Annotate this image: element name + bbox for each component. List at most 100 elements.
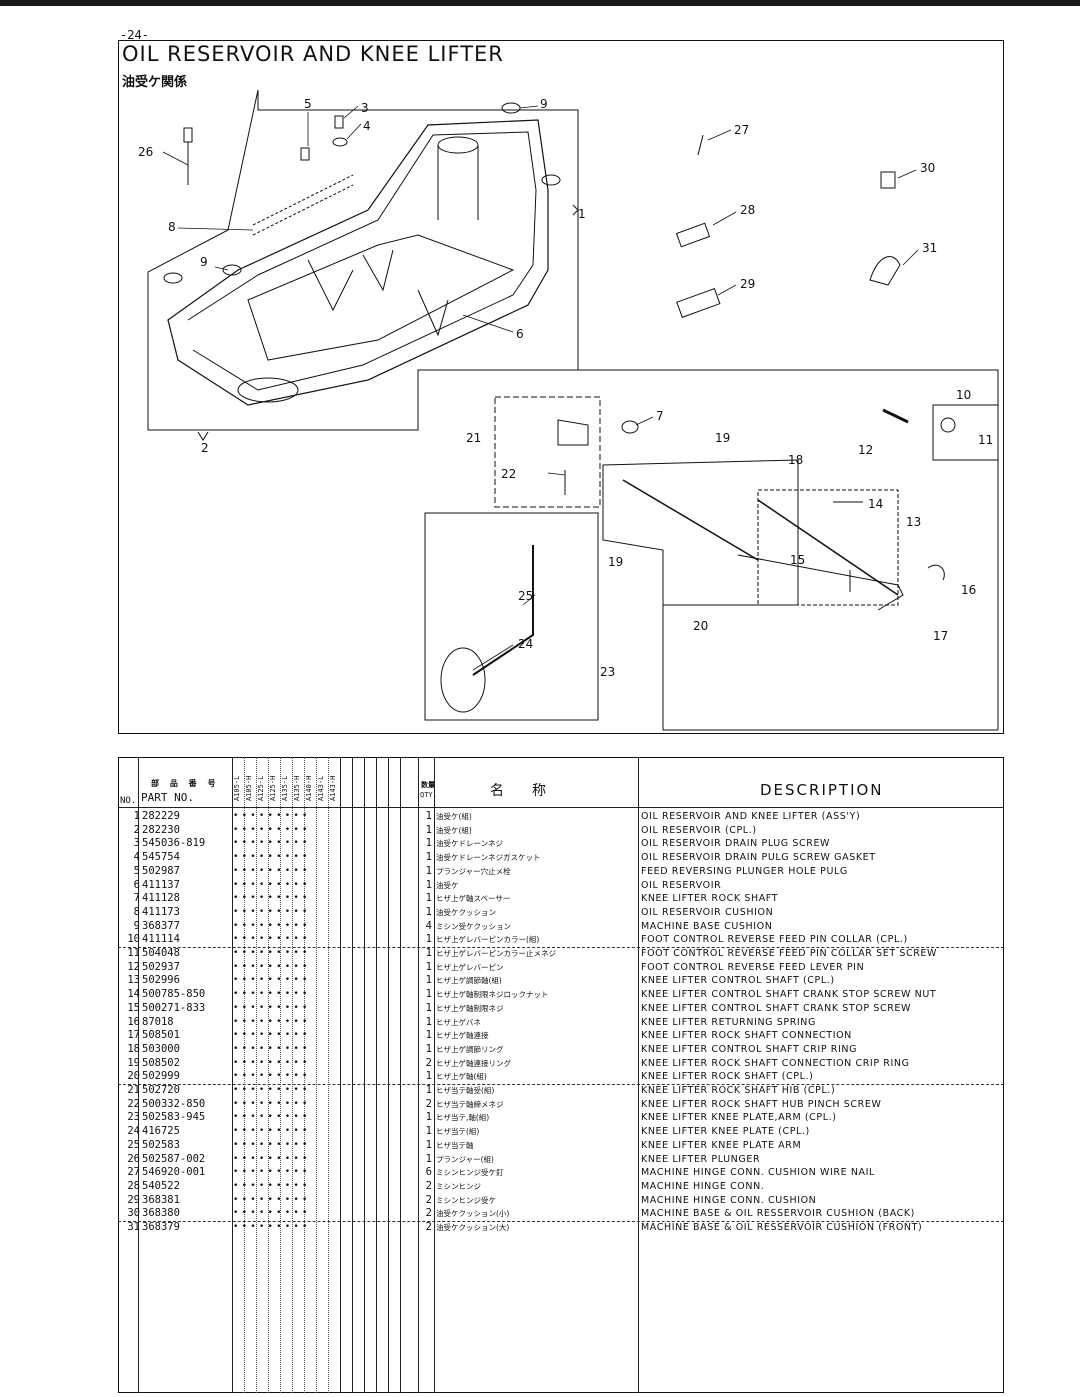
row-description: KNEE LIFTER PLUNGER — [641, 1153, 761, 1165]
model-applicability-dots: ••••••••• — [233, 975, 311, 986]
model-applicability-dots: ••••••••• — [233, 1085, 311, 1095]
plug-5 — [300, 147, 310, 161]
model-divider — [256, 757, 257, 1393]
row-no: 23 — [127, 1111, 140, 1124]
header-no: NO. — [120, 796, 137, 806]
row-part-no: 508501 — [142, 1029, 180, 1042]
page-title-jp: 油受ケ関係 — [122, 75, 188, 90]
row-description: MACHINE HINGE CONN. CUSHION WIRE NAIL — [641, 1167, 875, 1179]
model-divider — [268, 757, 269, 1393]
row-part-no: 502583-945 — [142, 1111, 206, 1124]
hub-21 — [557, 419, 589, 446]
row-qty: 1 — [425, 1138, 432, 1151]
model-applicability-dots: ••••••••• — [233, 893, 311, 904]
row-no: 3 — [133, 837, 140, 850]
model-applicability-dots: ••••••••• — [233, 934, 311, 945]
rock-shaft-20 — [622, 479, 759, 561]
row-no: 4 — [133, 851, 140, 864]
row-qty: 1 — [425, 1111, 432, 1124]
header-description: DESCRIPTION — [760, 781, 884, 799]
row-qty: 1 — [425, 1152, 432, 1165]
row-part-no: 502937 — [142, 960, 180, 973]
model-applicability-dots: ••••••••• — [233, 865, 311, 876]
row-part-no: 502583 — [142, 1138, 180, 1151]
row-part-no: 87018 — [142, 1015, 174, 1028]
row-part-no: 504048 — [142, 947, 180, 959]
model-applicability-dots: ••••••••• — [233, 1167, 311, 1178]
row-description: FOOT CONTROL REVERSE FEED LEVER PIN — [641, 961, 865, 973]
hinge-28 — [675, 222, 711, 248]
row-no: 24 — [127, 1125, 140, 1138]
row-name-jp: 油受ケドレーンネジ — [436, 839, 503, 849]
model-applicability-dots: ••••••••• — [233, 1030, 311, 1041]
row-name-jp: ミシン受ケクッション — [436, 921, 511, 931]
header-qty-jp: 数量 — [421, 781, 435, 789]
reservoir-bracket-b — [362, 249, 394, 292]
model-divider — [244, 757, 245, 1393]
row-name-jp: ヒザ当テ軸締メネジ — [436, 1099, 504, 1109]
row-name-jp: ヒザ上ゲレバーピン — [436, 962, 504, 972]
row-no: 25 — [127, 1138, 140, 1151]
bracket-1 — [572, 204, 579, 216]
row-name-jp: ヒザ上ゲ軸スペーサー — [436, 894, 511, 904]
shaft-box-13 — [757, 489, 899, 606]
row-part-no: 508502 — [142, 1056, 180, 1069]
row-no: 9 — [133, 919, 140, 932]
row-part-no: 502996 — [142, 974, 180, 987]
row-name-jp: ヒザ上ゲレバーピンカラー止メネジ — [436, 949, 556, 958]
row-part-no: 502587-002 — [142, 1152, 206, 1165]
callout: 9 — [540, 97, 548, 111]
reservoir-bracket-a — [307, 259, 354, 312]
col-divider — [418, 757, 419, 1393]
leader-lines — [162, 105, 919, 671]
callout: 19 — [608, 555, 623, 569]
row-name-jp: ヒザ上ゲ軸制限ネジ — [436, 1003, 504, 1013]
model-applicability-dots: ••••••••• — [233, 1126, 311, 1137]
row-description: KNEE LIFTER ROCK SHAFT CONNECTION CRIP R… — [641, 1057, 910, 1069]
model-divider — [328, 757, 329, 1393]
row-name-jp: ヒザ上ゲ軸(組) — [436, 1072, 487, 1082]
cushion-9-a — [163, 272, 183, 284]
row-part-no: 545036-819 — [142, 837, 206, 850]
row-part-no: 368380 — [142, 1207, 180, 1220]
model-applicability-dots: ••••••••• — [233, 824, 311, 835]
row-no: 10 — [127, 933, 140, 946]
callout: 3 — [361, 101, 369, 115]
callout: 17 — [933, 629, 948, 643]
diagram-frame — [118, 40, 1004, 734]
row-no: 11 — [127, 947, 140, 959]
model-header: A143-L — [317, 775, 325, 801]
row-no: 1 — [133, 810, 140, 822]
row-qty: 1 — [425, 988, 432, 1001]
row-description: KNEE LIFTER ROCK SHAFT HUB PINCH SCREW — [641, 1098, 882, 1110]
row-part-no: 411114 — [142, 933, 180, 946]
row-name-jp: ヒザ当テ,軸(組) — [436, 1113, 490, 1123]
row-qty: 1 — [425, 905, 432, 918]
col-divider — [376, 757, 377, 1393]
spring-16 — [927, 564, 945, 581]
callout: 7 — [656, 409, 664, 423]
hub-box-21 — [494, 396, 601, 508]
model-applicability-dots: ••••••••• — [233, 1002, 311, 1013]
callout: 2 — [201, 441, 209, 455]
callout: 25 — [518, 589, 533, 603]
row-no: 5 — [133, 864, 140, 877]
spacer-7 — [621, 420, 639, 434]
row-name-jp: 油受ケ(組) — [436, 812, 472, 821]
knee-plate-box-23 — [424, 512, 599, 721]
reservoir-foot — [237, 377, 299, 403]
callout: 14 — [868, 497, 883, 511]
callout: 4 — [363, 119, 371, 133]
callout: 6 — [516, 327, 524, 341]
row-part-no: 368381 — [142, 1193, 180, 1206]
